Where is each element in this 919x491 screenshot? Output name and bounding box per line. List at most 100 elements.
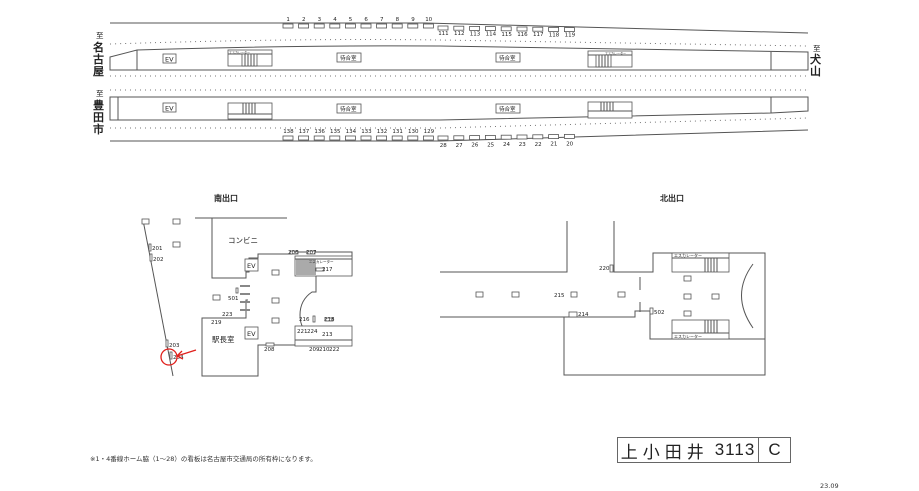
column [271, 317, 280, 324]
sign-slot [437, 25, 449, 31]
direction-to-right: 至 [813, 44, 821, 53]
sign-slot [484, 26, 496, 32]
sign-number: 10 [425, 17, 432, 23]
sign-label-207: 207 [306, 250, 317, 256]
sign-slot [484, 134, 496, 140]
sign-number: 138 [283, 129, 294, 135]
column [683, 293, 692, 300]
svg-text:エスカレーター: エスカレーター [309, 259, 334, 264]
column [475, 291, 484, 298]
escalator-north-bottom: エスカレーター [671, 319, 730, 340]
stairs-lower-right [587, 101, 633, 119]
column [683, 275, 692, 282]
sign-label-206: 206 [288, 250, 299, 256]
station-office-label: 駅長室 [212, 334, 235, 344]
sign-slot [548, 134, 559, 140]
platform-diagram: EV EV エスカレーター エスカレーター 待合室 待合 [93, 17, 822, 149]
sign-slot [570, 291, 578, 298]
ev-upper: EV [162, 53, 177, 64]
sign-label-209: 209 [309, 347, 320, 353]
svg-text:待合室: 待合室 [340, 54, 357, 62]
sign-number: 131 [392, 129, 403, 135]
sign-number: 137 [299, 129, 310, 135]
sign-slot [568, 311, 578, 318]
sign-number: 28 [440, 143, 447, 149]
column [711, 293, 720, 300]
sign-slot [149, 253, 153, 262]
sign-label-216: 216 [299, 317, 310, 323]
svg-text:待合室: 待合室 [340, 105, 357, 113]
sign-number: 6 [364, 17, 368, 23]
sign-slot [469, 25, 481, 31]
sign-number: 118 [549, 32, 560, 38]
column [511, 291, 520, 298]
ev-south-1: EV [244, 258, 259, 272]
column [271, 297, 280, 304]
sign-number: 113 [470, 31, 481, 37]
sign-number: 26 [471, 143, 478, 149]
sign-slot [516, 26, 528, 32]
sign-number: 2 [302, 17, 306, 23]
sign-slot [315, 267, 325, 272]
sign-slot [298, 23, 310, 29]
sign-slot [376, 135, 388, 141]
sign-slot [437, 135, 449, 141]
highlight-circle [160, 348, 178, 366]
sign-number: 114 [486, 32, 497, 38]
sign-number: 21 [550, 142, 557, 148]
sign-number: 132 [377, 129, 388, 135]
sign-number: 116 [517, 32, 528, 38]
sign-slot [165, 339, 169, 348]
waiting-room: 待合室 [336, 52, 362, 63]
sign-slot [329, 135, 341, 141]
escalator-north-top: エスカレーター [671, 252, 730, 273]
column [683, 310, 692, 317]
south-exit-plan: 南出口 エスカレーター EV EV コンビニ 駅長室 2012022032042… [141, 193, 353, 377]
sign-slot [453, 135, 465, 141]
north-exit-title: 北出口 [660, 193, 684, 203]
sign-number: 119 [565, 33, 576, 39]
sign-slot [609, 264, 614, 273]
sign-label-219: 219 [211, 320, 222, 326]
sign-slot [649, 307, 654, 315]
gate-bars [240, 285, 250, 311]
sign-label-215: 215 [554, 293, 565, 299]
sign-slot [407, 135, 419, 141]
sign-number: 1 [286, 17, 290, 23]
wall [564, 310, 765, 340]
escalator-upper-right: エスカレーター [587, 51, 633, 68]
column [172, 218, 181, 225]
sign-slot [564, 133, 575, 139]
sign-slot [376, 23, 388, 29]
version-label: 23.09 [820, 482, 839, 490]
sign-label-222: 222 [329, 347, 340, 353]
sign-slot [265, 342, 275, 347]
svg-text:待合室: 待合室 [499, 105, 516, 113]
lower-edge-line [110, 129, 809, 142]
ev-lower: EV [162, 102, 177, 113]
south-slope-wall [142, 219, 174, 377]
sign-slot [532, 26, 544, 32]
column [141, 218, 150, 225]
sign-slot [344, 135, 356, 141]
sign-label-224: 224 [307, 329, 318, 335]
sign-number: 117 [533, 32, 544, 38]
svg-text:エスカレーター: エスカレーター [674, 333, 702, 339]
sign-number: 20 [566, 141, 573, 147]
escalator-upper-left: エスカレーター [227, 50, 273, 67]
sign-slot [289, 250, 299, 255]
direction-to-lower: 至 [96, 89, 104, 98]
footnote: ※1・4番線ホーム脇（1〜28）の看板は名古屋市交通局の所有枠になります。 [90, 455, 317, 463]
sign-slot [306, 250, 316, 255]
sign-slot [148, 243, 152, 252]
svg-text:EV: EV [165, 56, 174, 64]
sign-number: 25 [487, 142, 494, 148]
platform-upper [109, 45, 809, 71]
sign-slot [391, 135, 403, 141]
sign-number: 136 [314, 129, 325, 135]
destination-inuyama: 犬山 [810, 52, 822, 78]
